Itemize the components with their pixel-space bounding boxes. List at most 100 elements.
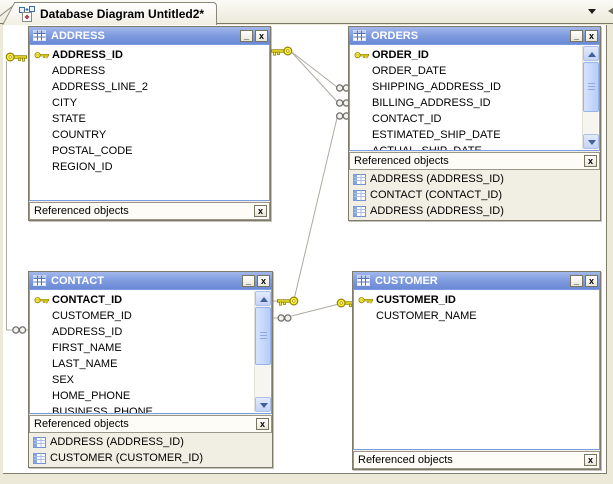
table-icon xyxy=(33,437,46,448)
minimize-button[interactable]: _ xyxy=(240,29,253,42)
window-titlebar[interactable]: ORDERS _ x xyxy=(349,27,600,44)
table-icon xyxy=(353,190,366,201)
field-row[interactable]: ESTIMATED_SHIP_DATE xyxy=(372,129,501,141)
tab-list-dropdown-icon[interactable] xyxy=(588,9,596,14)
scroll-down-button[interactable] xyxy=(255,397,271,412)
referenced-object-item[interactable]: CONTACT (CONTACT_ID) xyxy=(349,188,600,204)
entity-window-orders[interactable]: ORDERS _ x ORDER_ID ORDER_DATE SHIPPING_… xyxy=(348,26,601,221)
tab-label: Database Diagram Untitled2* xyxy=(40,7,205,21)
window-title: CUSTOMER xyxy=(375,274,438,287)
field-list: CONTACT_ID CUSTOMER_ID ADDRESS_ID FIRST_… xyxy=(29,289,272,414)
diagram-canvas[interactable]: ADDRESS _ x ADDRESS_ID ADDRESS ADDRESS_L… xyxy=(3,25,607,474)
relation-address-contact[interactable] xyxy=(5,52,28,334)
field-row[interactable]: BUSINESS_PHONE xyxy=(52,406,153,414)
window-title: ORDERS xyxy=(371,29,419,42)
key-one-icon xyxy=(276,296,299,306)
window-titlebar[interactable]: CUSTOMER _ x xyxy=(353,272,600,289)
entity-window-customer[interactable]: CUSTOMER _ x CUSTOMER_ID CUSTOMER_NAME R… xyxy=(352,271,601,470)
field-row[interactable]: COUNTRY xyxy=(52,129,107,141)
referenced-objects-bar: Referenced objects x xyxy=(29,415,272,433)
field-row[interactable]: CUSTOMER_ID xyxy=(354,293,599,309)
entity-window-address[interactable]: ADDRESS _ x ADDRESS_ID ADDRESS ADDRESS_L… xyxy=(28,26,271,221)
field-row[interactable]: BILLING_ADDRESS_ID xyxy=(372,97,491,109)
minimize-button[interactable]: _ xyxy=(570,274,583,287)
vertical-scrollbar[interactable] xyxy=(582,46,599,149)
referenced-objects-list: ADDRESS (ADDRESS_ID) CUSTOMER (CUSTOMER_… xyxy=(29,433,272,467)
field-row[interactable]: ACTUAL_SHIP_DATE xyxy=(372,145,482,151)
close-button[interactable]: x xyxy=(257,274,270,287)
primary-key-icon xyxy=(358,297,373,304)
field-row[interactable]: CUSTOMER_NAME xyxy=(376,310,477,322)
field-row[interactable]: ADDRESS_ID xyxy=(30,48,269,64)
field-list: ORDER_ID ORDER_DATE SHIPPING_ADDRESS_ID … xyxy=(349,44,600,151)
table-icon xyxy=(357,275,370,286)
close-button[interactable]: x xyxy=(585,29,598,42)
close-button[interactable]: x xyxy=(255,29,268,42)
field-row[interactable]: REGION_ID xyxy=(52,161,113,173)
field-row[interactable]: SEX xyxy=(52,374,75,386)
referenced-object-item[interactable]: ADDRESS (ADDRESS_ID) xyxy=(29,435,272,451)
table-icon xyxy=(353,174,366,185)
referenced-objects-label: Referenced objects xyxy=(354,155,449,167)
table-icon xyxy=(33,30,46,41)
panel-close-button[interactable]: x xyxy=(584,454,597,466)
primary-key-icon xyxy=(34,297,49,304)
field-row[interactable]: CONTACT_ID xyxy=(372,113,442,125)
field-list: CUSTOMER_ID CUSTOMER_NAME xyxy=(353,289,600,450)
field-row[interactable]: CITY xyxy=(52,97,78,109)
relationship-layer xyxy=(5,46,359,334)
referenced-objects-bar: Referenced objects x xyxy=(349,152,600,170)
table-icon xyxy=(353,30,366,41)
scrollbar-thumb[interactable] xyxy=(583,62,599,112)
vertical-scrollbar[interactable] xyxy=(254,291,271,412)
relation-contact-orders[interactable] xyxy=(273,112,351,306)
minimize-button[interactable]: _ xyxy=(242,274,255,287)
field-row[interactable]: ORDER_DATE xyxy=(372,65,447,77)
field-row[interactable]: HOME_PHONE xyxy=(52,390,131,402)
field-row[interactable]: ADDRESS xyxy=(52,65,106,77)
diagram-tab-icon xyxy=(19,6,35,22)
key-one-icon xyxy=(270,46,293,56)
entity-window-contact[interactable]: CONTACT _ x CONTACT_ID CUSTOMER_ID ADDRE… xyxy=(28,271,273,468)
field-row[interactable]: ADDRESS_ID xyxy=(52,326,123,338)
field-row[interactable]: SHIPPING_ADDRESS_ID xyxy=(372,81,501,93)
referenced-object-item[interactable]: ADDRESS (ADDRESS_ID) xyxy=(349,172,600,188)
field-row[interactable]: POSTAL_CODE xyxy=(52,145,133,157)
referenced-object-item[interactable]: ADDRESS (ADDRESS_ID) xyxy=(349,204,600,220)
primary-key-icon xyxy=(34,52,49,59)
referenced-objects-label: Referenced objects xyxy=(34,418,129,430)
referenced-objects-bar: Referenced objects x xyxy=(29,202,270,220)
panel-close-button[interactable]: x xyxy=(584,155,597,167)
referenced-objects-label: Referenced objects xyxy=(358,454,453,466)
tab-database-diagram[interactable]: Database Diagram Untitled2* xyxy=(14,2,218,25)
close-button[interactable]: x xyxy=(585,274,598,287)
relation-customer-contact[interactable] xyxy=(273,298,359,322)
scroll-up-button[interactable] xyxy=(255,291,271,306)
table-icon xyxy=(33,275,46,286)
field-row[interactable]: ORDER_ID xyxy=(350,48,599,64)
window-titlebar[interactable]: CONTACT _ x xyxy=(29,272,272,289)
field-row[interactable]: LAST_NAME xyxy=(52,358,118,370)
scroll-down-button[interactable] xyxy=(583,134,599,149)
tab-scroll-left-icon[interactable] xyxy=(607,6,613,18)
key-one-icon xyxy=(5,52,28,62)
field-list: ADDRESS_ID ADDRESS ADDRESS_LINE_2 CITY S… xyxy=(29,44,270,201)
panel-close-button[interactable]: x xyxy=(256,418,269,430)
field-row[interactable]: CUSTOMER_ID xyxy=(52,310,132,322)
table-icon xyxy=(33,453,46,464)
referenced-object-item[interactable]: CUSTOMER (CUSTOMER_ID) xyxy=(29,451,272,467)
panel-close-button[interactable]: x xyxy=(254,205,267,217)
scrollbar-thumb[interactable] xyxy=(255,307,271,365)
field-row[interactable]: FIRST_NAME xyxy=(52,342,122,354)
field-row[interactable]: STATE xyxy=(52,113,86,125)
field-row[interactable]: CONTACT_ID xyxy=(30,293,271,309)
infinity-many-icon xyxy=(277,314,292,322)
field-row[interactable]: ADDRESS_LINE_2 xyxy=(52,81,148,93)
window-title: CONTACT xyxy=(51,274,104,287)
window-titlebar[interactable]: ADDRESS _ x xyxy=(29,27,270,44)
scroll-up-button[interactable] xyxy=(583,46,599,61)
referenced-objects-label: Referenced objects xyxy=(34,205,129,217)
relation-address-orders[interactable] xyxy=(270,46,351,107)
minimize-button[interactable]: _ xyxy=(570,29,583,42)
